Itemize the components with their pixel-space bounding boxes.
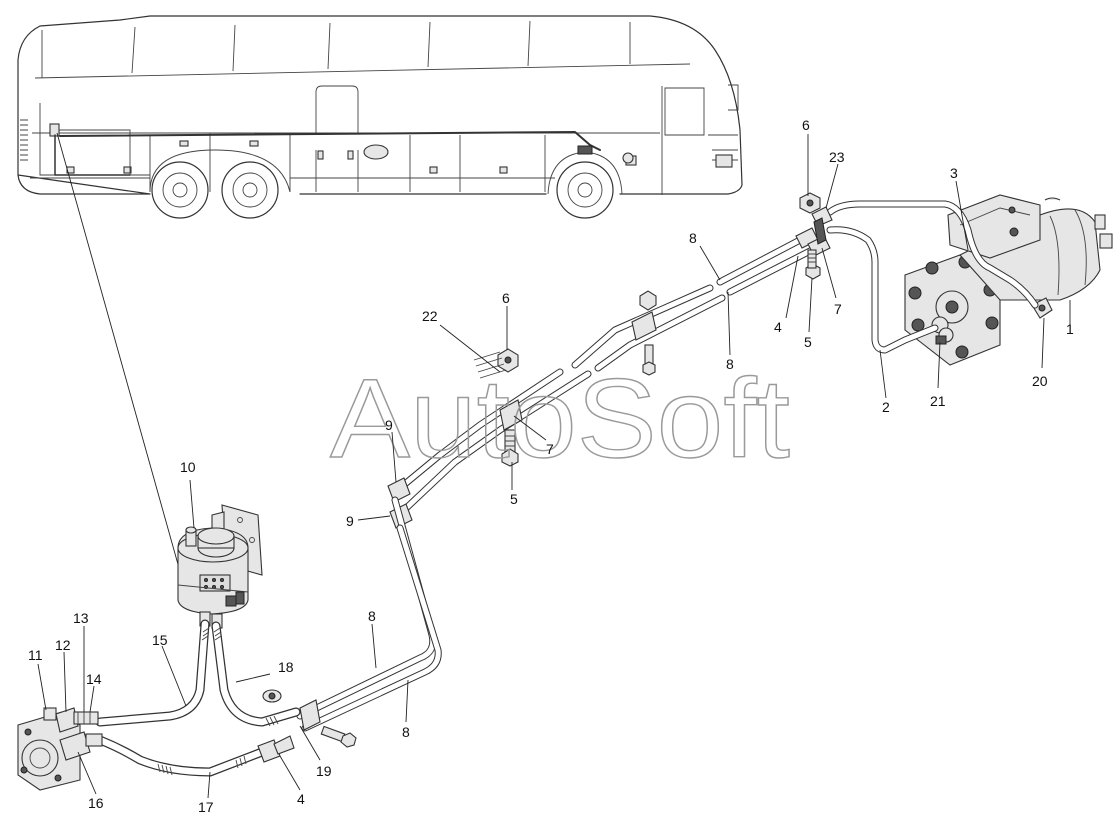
callout-17: 17 bbox=[198, 799, 214, 815]
callout-9-lower: 9 bbox=[346, 513, 354, 529]
watermark-text: AutoSoft bbox=[330, 356, 790, 481]
steering-gear bbox=[904, 194, 1113, 366]
callout-16: 16 bbox=[88, 795, 104, 811]
leader-lines bbox=[37, 134, 1071, 799]
callout-3: 3 bbox=[950, 165, 958, 181]
front-axle-wheel bbox=[556, 161, 614, 219]
callout-19: 19 bbox=[316, 763, 332, 779]
callout-7-upper: 7 bbox=[834, 301, 842, 317]
callout-21: 21 bbox=[930, 393, 946, 409]
pressure-pipe-set-upper bbox=[396, 200, 1039, 516]
bus-side-view bbox=[17, 15, 743, 219]
callout-7-middle: 7 bbox=[546, 441, 554, 457]
callout-22: 22 bbox=[422, 308, 438, 324]
fasteners bbox=[473, 192, 821, 467]
oil-reservoir bbox=[177, 504, 263, 629]
callout-8-top: 8 bbox=[689, 230, 697, 246]
callout-9-upper: 9 bbox=[385, 417, 393, 433]
callout-5-middle: 5 bbox=[510, 491, 518, 507]
callout-2: 2 bbox=[882, 399, 890, 415]
callout-5-upper: 5 bbox=[804, 334, 812, 350]
callout-14: 14 bbox=[86, 671, 102, 687]
callout-18: 18 bbox=[278, 659, 294, 675]
callout-6-middle: 6 bbox=[502, 290, 510, 306]
callout-4-upper: 4 bbox=[774, 319, 782, 335]
callout-23: 23 bbox=[829, 149, 845, 165]
callout-4-lower: 4 bbox=[297, 791, 305, 807]
rear-axle-wheel-1 bbox=[151, 161, 209, 219]
callout-8-lower-b: 8 bbox=[402, 724, 410, 740]
callout-6-upper: 6 bbox=[802, 117, 810, 133]
pressure-pipe-set-lower bbox=[262, 477, 442, 748]
callout-10: 10 bbox=[180, 459, 196, 475]
callout-12: 12 bbox=[55, 637, 71, 653]
callout-13: 13 bbox=[73, 610, 89, 626]
callout-8-middle: 8 bbox=[726, 356, 734, 372]
callout-8-lower-a: 8 bbox=[368, 608, 376, 624]
hoses bbox=[95, 619, 301, 777]
callout-20: 20 bbox=[1032, 373, 1048, 389]
callout-labels: 1 2 3 4 4 5 5 6 6 7 7 8 8 8 8 9 9 10 11 … bbox=[28, 117, 1074, 815]
location-leader-line bbox=[56, 132, 189, 601]
callout-1: 1 bbox=[1066, 321, 1074, 337]
rear-axle-wheel-2 bbox=[221, 161, 279, 219]
callout-11: 11 bbox=[28, 647, 43, 663]
callout-15: 15 bbox=[152, 632, 168, 648]
power-steering-pump bbox=[17, 707, 103, 791]
